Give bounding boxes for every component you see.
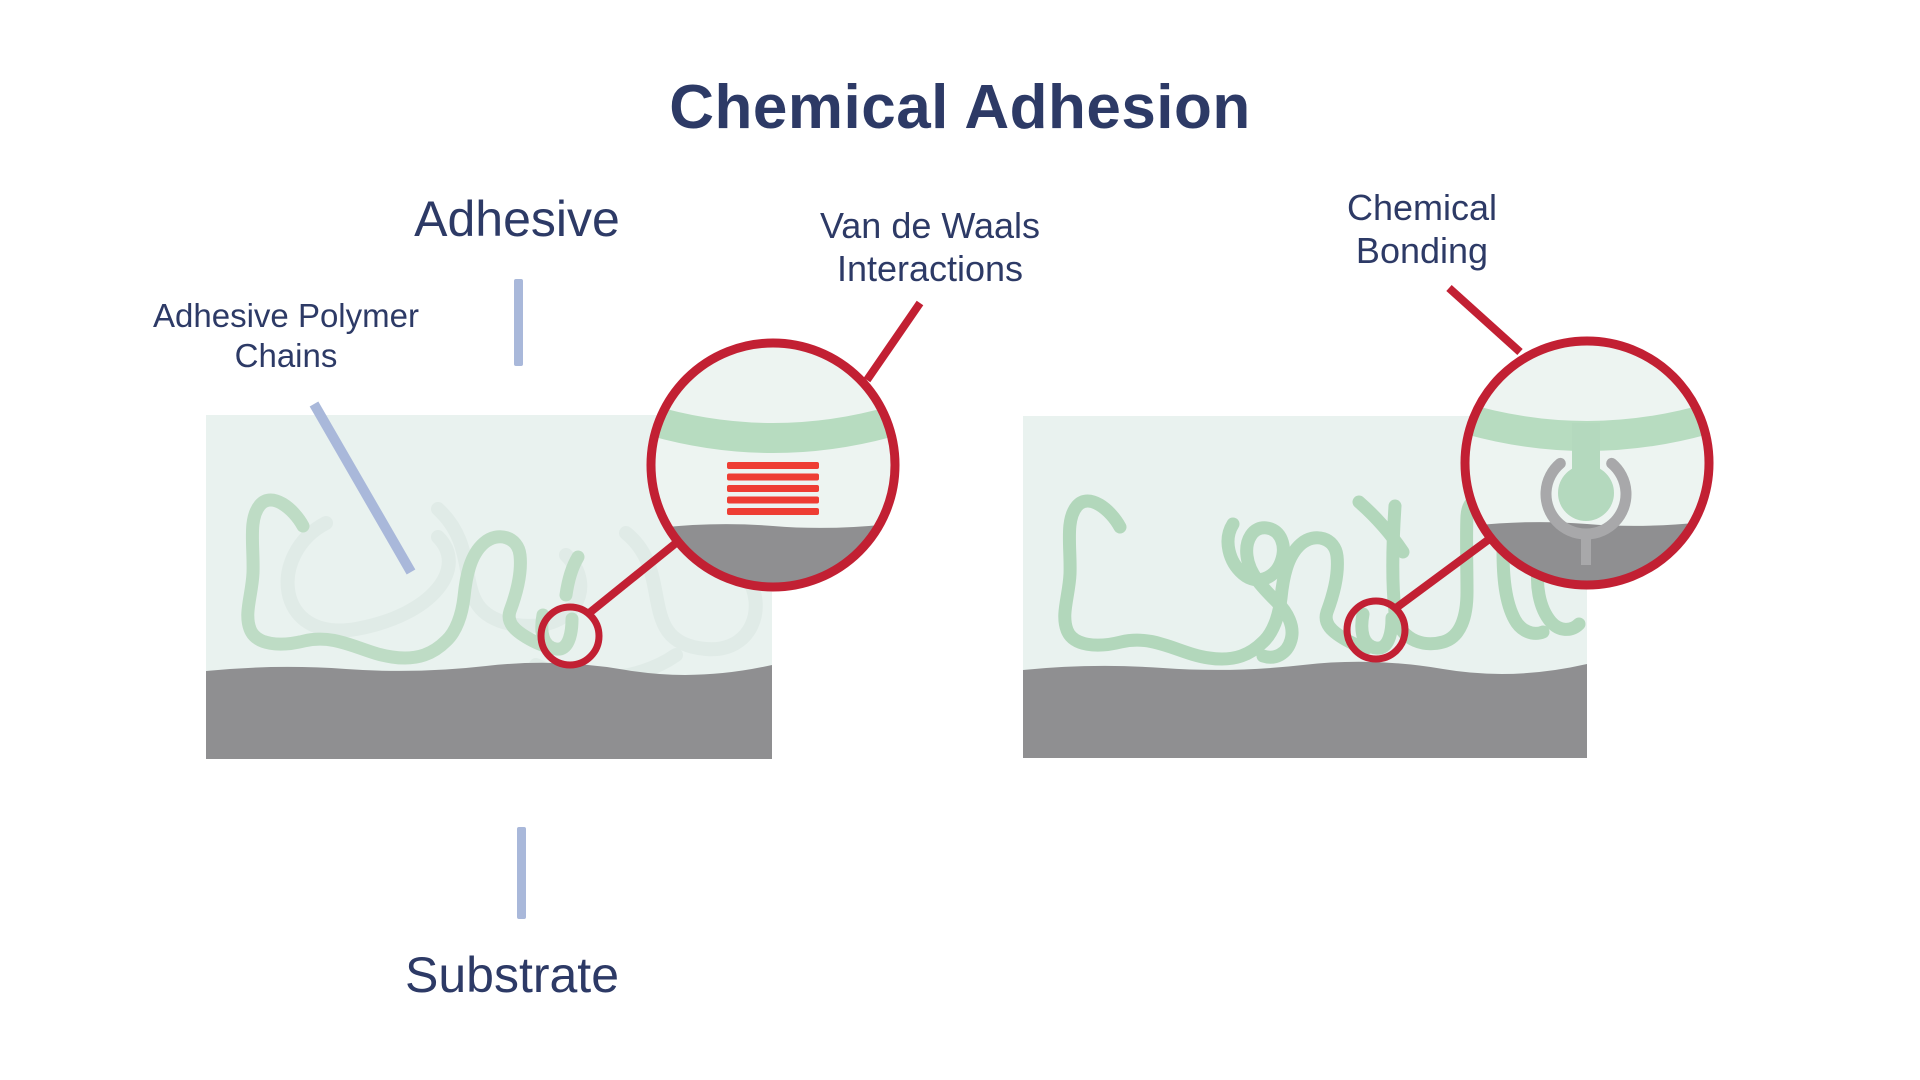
van-der-waals-line2: Interactions: [836, 248, 1024, 290]
page-title: Chemical Adhesion: [669, 73, 1251, 142]
chemical-bonding-label-line: [1446, 285, 1523, 355]
bond-stem-green: [1572, 423, 1600, 473]
chemical-bonding-magnifier: [1460, 336, 1714, 590]
van-der-waals-magnifier: [646, 338, 900, 592]
substrate-pointer-tick: [517, 827, 526, 919]
van-der-waals-interaction-stripes: [727, 462, 819, 515]
adhesive-label: Adhesive: [414, 191, 620, 247]
magnifier-left-rim: [646, 338, 900, 592]
zoom-source-circle-right: [1343, 597, 1409, 663]
bond-receptor-claw: [1540, 457, 1632, 565]
magnifier-right-rim: [1460, 336, 1714, 590]
substrate-surface-left: [206, 662, 772, 759]
adhesive-polymer-chains-line2: Chains: [234, 337, 338, 375]
zoom-source-circle-left: [537, 603, 603, 669]
magnified-polymer-strand-left: [651, 403, 895, 453]
substrate-label: Substrate: [404, 947, 620, 1003]
left-zoom-connector-line: [585, 539, 679, 618]
chemical-bonding-line2: Bonding: [1355, 230, 1489, 272]
adhesive-polymer-chains-label: Adhesive Polymer Chains: [153, 296, 419, 377]
adhesive-polymer-chains-right: [1058, 492, 1586, 666]
right-zoom-connector-line: [1393, 536, 1491, 612]
substrate-surface-right: [1023, 661, 1587, 758]
bond-knob-green: [1558, 465, 1614, 521]
van-der-waals-label-line: [863, 300, 924, 383]
adhesive-polymer-chains-line1: Adhesive Polymer: [153, 297, 419, 334]
chemical-bonding-label: Chemical Bonding: [1347, 186, 1497, 272]
van-der-waals-line1: Van de Waals: [819, 205, 1041, 246]
polymer-chains-pointer-line: [309, 401, 416, 575]
van-der-waals-label: Van de Waals Interactions: [820, 204, 1040, 290]
magnified-chain-segment-right: [1355, 607, 1399, 655]
chemical-bonding-line1: Chemical: [1346, 187, 1498, 228]
adhesive-pointer-tick: [514, 279, 523, 366]
